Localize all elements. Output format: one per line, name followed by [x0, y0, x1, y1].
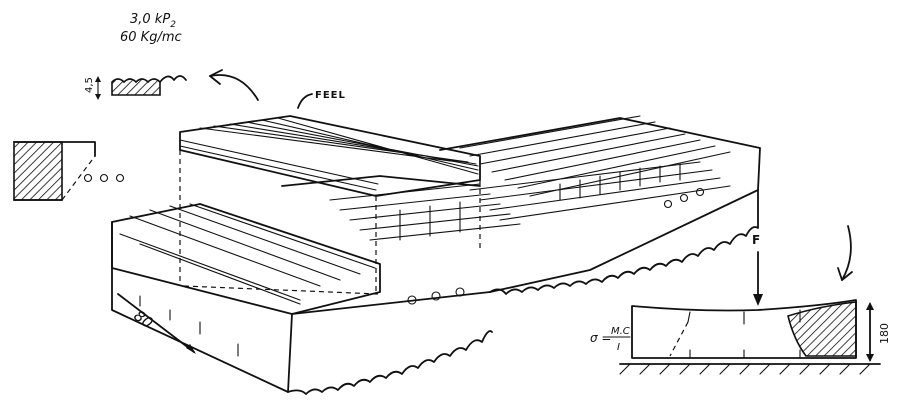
curved-arrow-icon [209, 69, 259, 101]
feel-label: FEEL [315, 90, 346, 101]
width-dimension: 80 [117, 293, 196, 354]
stress-numerator-label: M.C [611, 326, 630, 337]
density-mass-label: 60 Kg/mc [120, 30, 182, 45]
stress-sigma-label: σ = [590, 331, 611, 345]
beam-section-detail: F σ = M.C I 180 [590, 225, 891, 375]
profile-height-dimension: 4,5 [84, 76, 101, 100]
force-label: F [752, 233, 760, 247]
svg-text:4,5: 4,5 [84, 77, 95, 93]
mattress-body [111, 115, 761, 395]
section-height-label: 180 [878, 323, 891, 344]
foam-profile-sample [111, 75, 187, 96]
side-section-detail [13, 141, 125, 201]
stress-denominator-label: I [617, 342, 620, 353]
feel-pointer-icon [297, 93, 313, 109]
density-pressure-label: 3,0 kP2 [130, 12, 176, 30]
